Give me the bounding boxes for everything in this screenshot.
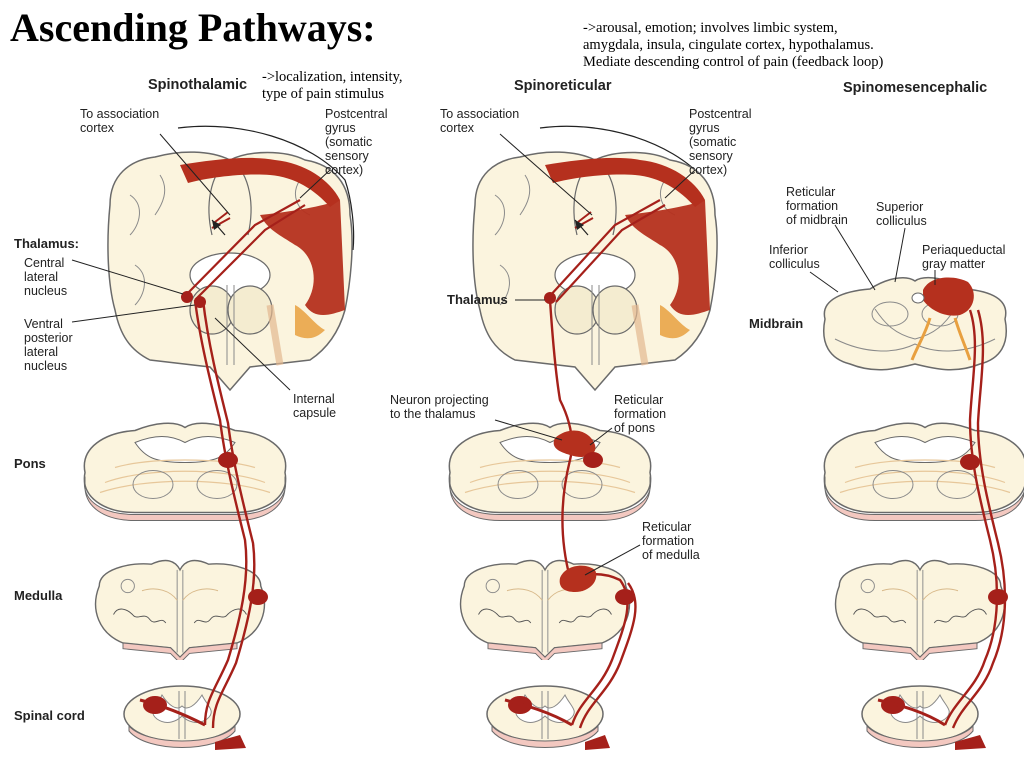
note-line: amygdala, insula, cingulate cortex, hypo… (583, 37, 874, 53)
thalamus-label: Thalamus: (14, 236, 80, 251)
reticular-formation-midbrain-label: Reticular formation of midbrain (786, 185, 848, 227)
spinoreticular-function-note: ->arousal, emotion; involves limbic syst… (583, 20, 883, 71)
spinomesencephalic-header: Spinomesencephalic (843, 80, 988, 96)
neuron-projecting-label: Neuron projecting to the thalamus (390, 393, 489, 421)
spinoreticular-drawing (448, 125, 717, 750)
reticular-formation-medulla-label: Reticular formation of medulla (642, 520, 700, 562)
inferior-colliculus-label: Inferior colliculus (769, 243, 820, 271)
spinothalamic-function-note: ->localization, intensity, type of pain … (262, 69, 403, 103)
postcentral-gyrus-label: Postcentral gyrus (somatic sensory corte… (325, 107, 388, 177)
slide-title: Ascending Pathways: (10, 5, 376, 50)
association-cortex-label: To association cortex (80, 107, 160, 135)
superior-colliculus-label: Superior colliculus (876, 200, 927, 228)
note-line: Mediate descending control of pain (feed… (583, 54, 884, 70)
postcentral-gyrus-label: Postcentral gyrus (somatic sensory corte… (689, 107, 752, 177)
spinoreticular-header: Spinoreticular (514, 78, 612, 94)
medulla-label: Medulla (14, 588, 63, 603)
reticular-formation-pons-label: Reticular formation of pons (614, 393, 667, 435)
note-line: ->arousal, emotion; involves limbic syst… (583, 20, 838, 36)
note-line: type of pain stimulus (262, 86, 385, 102)
spinothalamic-drawing (71, 125, 354, 750)
internal-capsule-label: Internal capsule (293, 392, 337, 420)
spinal-cord-label: Spinal cord (14, 708, 85, 723)
ventral-posterior-lateral-nucleus-label: Ventral posterior lateral nucleus (24, 317, 73, 373)
spinothalamic-header: Spinothalamic (148, 77, 248, 93)
association-cortex-label: To association cortex (440, 107, 520, 135)
spinomesencephalic-drawing (809, 224, 1024, 750)
pons-label: Pons (14, 456, 46, 471)
midbrain-label: Midbrain (749, 316, 804, 331)
periaqueductal-gray-label: Periaqueductal gray matter (922, 243, 1006, 271)
thalamus-label: Thalamus (447, 292, 508, 307)
note-line: ->localization, intensity, (262, 69, 403, 85)
central-lateral-nucleus-label: Central lateral nucleus (24, 256, 68, 298)
